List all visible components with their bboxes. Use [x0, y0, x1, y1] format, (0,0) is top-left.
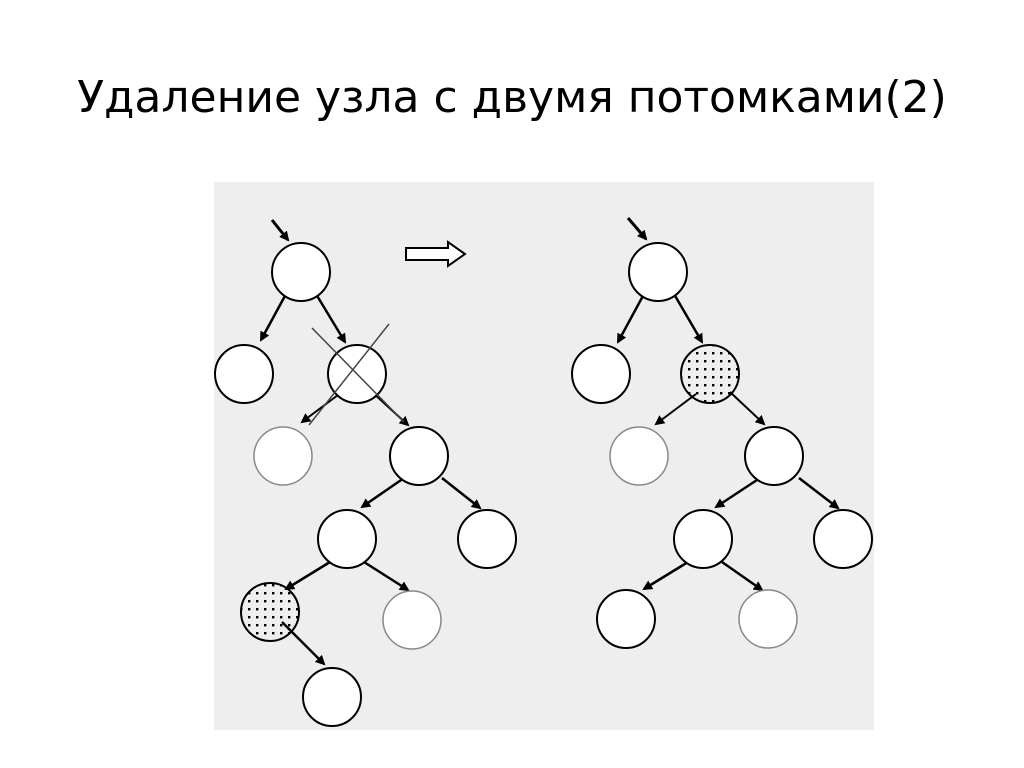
slide-title: Удаление узла с двумя потомками(2): [77, 72, 947, 123]
edge: [441, 477, 482, 510]
tree-node: [744, 426, 804, 486]
edge: [259, 293, 288, 342]
successor-node: [240, 582, 300, 642]
edge: [721, 560, 764, 592]
tree-node: [302, 667, 362, 727]
edge: [714, 476, 761, 509]
root-pointer-arrow: [270, 219, 290, 242]
edge: [654, 393, 697, 426]
edge: [360, 476, 405, 509]
tree-before: [214, 219, 517, 727]
edge: [284, 560, 331, 591]
edge: [798, 477, 840, 510]
root-node: [628, 242, 688, 302]
edge: [314, 293, 347, 344]
delete-cross-mark: [308, 323, 390, 426]
tree-after: [571, 217, 873, 649]
faded-node: [609, 426, 669, 486]
edge: [672, 293, 704, 344]
root-node: [271, 242, 331, 302]
tree-node: [596, 589, 656, 649]
tree-diagram: [214, 217, 873, 727]
tree-node: [317, 509, 377, 569]
right-hollow-arrow-icon: [405, 240, 467, 268]
edge: [300, 391, 343, 424]
tree-deletion-figure: [214, 182, 874, 730]
root-pointer-arrow: [626, 217, 648, 241]
faded-node: [382, 590, 442, 650]
delete-cross-mark: [311, 327, 405, 423]
tree-node: [813, 509, 873, 569]
replaced-node: [680, 344, 740, 404]
tree-node: [673, 509, 733, 569]
faded-node: [738, 589, 798, 649]
tree-node: [214, 344, 274, 404]
edge: [642, 560, 689, 591]
edge: [363, 560, 410, 592]
tree-node: [457, 509, 517, 569]
tree-node: [571, 344, 631, 404]
faded-node: [253, 426, 313, 486]
edge: [729, 391, 766, 426]
edge: [616, 293, 646, 344]
tree-node: [389, 426, 449, 486]
